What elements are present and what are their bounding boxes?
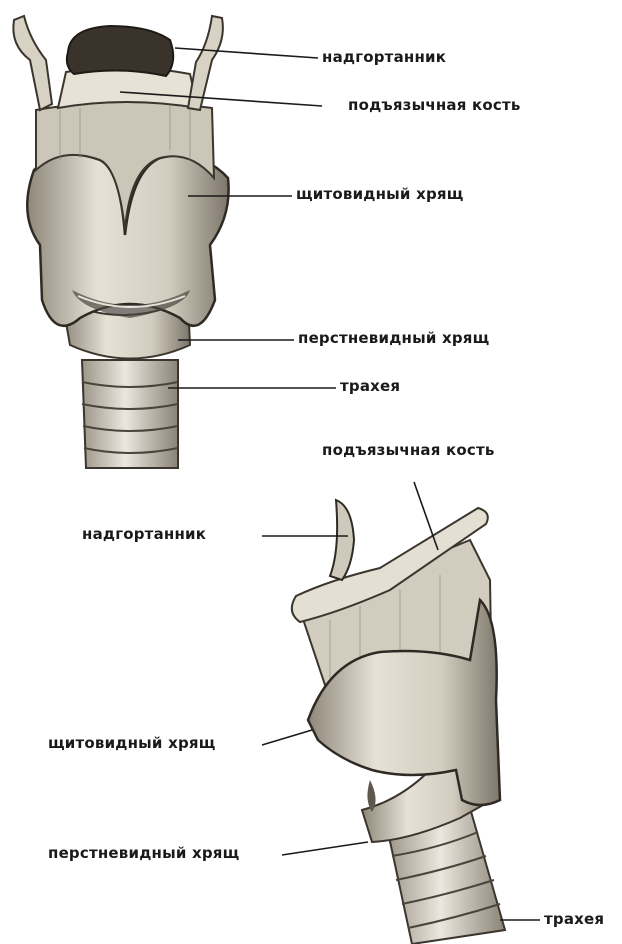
- label-side-hyoid-bone: подъязычная кость: [322, 441, 495, 459]
- label-front-trachea: трахея: [340, 377, 400, 395]
- label-front-epiglottis: надгортанник: [322, 48, 446, 66]
- label-side-thyroid-cartilage: щитовидный хрящ: [48, 734, 216, 752]
- front-view: [13, 16, 228, 468]
- label-front-thyroid-cartilage: щитовидный хрящ: [296, 185, 464, 203]
- side-view: [292, 500, 505, 944]
- label-side-epiglottis: надгортанник: [82, 525, 206, 543]
- label-front-cricoid-cartilage: перстневидный хрящ: [298, 329, 489, 347]
- side-epiglottis: [330, 500, 354, 580]
- front-trachea: [82, 360, 178, 468]
- front-epiglottis: [67, 26, 173, 76]
- label-side-cricoid-cartilage: перстневидный хрящ: [48, 844, 239, 862]
- label-front-hyoid-bone: подъязычная кость: [348, 96, 521, 114]
- label-side-trachea: трахея: [544, 910, 604, 928]
